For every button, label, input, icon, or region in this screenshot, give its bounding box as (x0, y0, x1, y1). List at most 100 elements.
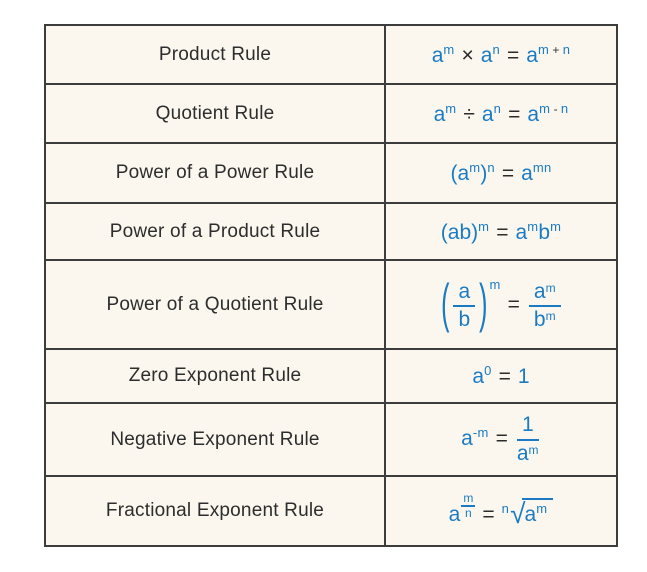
formula-superscript: m (528, 442, 539, 457)
rule-formula: (am)n=amn (451, 160, 552, 185)
rule-formula: am÷an=am - n (434, 100, 569, 126)
formula-symbol: a (472, 365, 485, 388)
formula-superscript: -m (472, 425, 489, 441)
rule-name-cell: Product Rule (44, 24, 386, 85)
formula-symbol: (ab) (440, 220, 479, 244)
formula-superscript: mn (532, 160, 552, 175)
formula-operator: × (461, 43, 474, 67)
rule-formula-cell: am÷an=am - n (384, 83, 618, 144)
formula-symbol: a (515, 220, 528, 244)
rule-name: Power of a Power Rule (115, 162, 315, 183)
formula-symbol: a (516, 441, 529, 465)
rule-name: Power of a Product Rule (109, 220, 321, 242)
table-row: Power of a Power Rule (am)n=amn (44, 142, 618, 204)
formula-symbol: a (431, 43, 444, 67)
rule-name-cell: Power of a Power Rule (44, 142, 386, 204)
formula-superscript: n (487, 160, 495, 175)
formula-operator: = (507, 293, 520, 317)
formula-superscript: 0 (484, 363, 492, 378)
formula-symbol: a (458, 279, 471, 303)
fraction-denominator: bm (529, 307, 561, 332)
fraction-numerator: a (453, 279, 476, 307)
rule-formula-cell: am×an=am + n (384, 24, 618, 85)
formula-symbol: a (448, 503, 461, 527)
formula-superscript: m (445, 100, 457, 116)
rule-name: Negative Exponent Rule (110, 428, 320, 450)
formula-superscript: m (469, 160, 481, 175)
formula-fraction: 1 am (516, 413, 539, 466)
rule-name: Zero Exponent Rule (128, 365, 302, 386)
radical-index: n (501, 501, 510, 517)
rule-name-cell: Zero Exponent Rule (44, 348, 386, 404)
formula-symbol: a (533, 279, 546, 303)
formula-symbol: ) (480, 162, 488, 185)
rule-name-cell: Quotient Rule (44, 83, 386, 144)
formula-superscript: m (537, 41, 550, 57)
formula-superscript: m (443, 41, 455, 57)
formula-symbol: a (521, 162, 533, 185)
formula-superscript: n (492, 41, 500, 57)
formula-operator: ÷ (463, 102, 475, 126)
table-row: Power of a Product Rule (ab)m=ambm (44, 202, 618, 261)
rule-formula: a0 = 1 (472, 363, 530, 388)
formula-symbol: a (527, 102, 540, 126)
fraction-denominator: b (453, 307, 475, 332)
formula-superscript: n (560, 100, 569, 116)
formula-parenthesis: ) (479, 274, 488, 335)
rule-name: Product Rule (158, 43, 272, 65)
formula-superscript: n (562, 41, 571, 57)
fraction-denominator: am (517, 441, 539, 466)
formula-symbol: b (458, 307, 471, 331)
formula-operator: = (482, 503, 495, 527)
formula-symbol: b (538, 220, 551, 244)
formula-operator: = (508, 102, 521, 126)
rule-name: Quotient Rule (155, 102, 275, 124)
formula-operator: = (498, 365, 511, 388)
formula-symbol: 1 (517, 365, 530, 388)
formula-superscript: m (527, 218, 539, 234)
rule-name: Fractional Exponent Rule (105, 500, 325, 521)
formula-symbol: a (481, 102, 494, 126)
fraction-numerator: am (528, 279, 561, 307)
table-row: Quotient Rule am÷an=am - n (44, 83, 618, 144)
rule-name-cell: Power of a Product Rule (44, 202, 386, 261)
formula-superscript: m (550, 218, 562, 234)
fraction-denominator: n (465, 506, 472, 521)
formula-superscript: m (545, 308, 556, 323)
table-row: Product Rule am×an=am + n (44, 24, 618, 85)
formula-symbol: a (480, 43, 493, 67)
rule-name: Power of a Quotient Rule (106, 293, 324, 315)
formula-operator: = (496, 220, 509, 244)
formula-parenthesis: ( (441, 274, 450, 335)
exponent-rules-table: Product Rule am×an=am + n Quotient Rule … (44, 24, 618, 547)
formula-symbol: 1 (522, 413, 534, 437)
formula-superscript: m (545, 280, 556, 295)
radical-sign: √ (510, 498, 526, 530)
formula-operator: = (501, 162, 515, 185)
formula-symbol: a (524, 503, 537, 527)
formula-superscript: n (493, 100, 502, 116)
formula-superscript: m (489, 277, 501, 293)
formula-radical: √am (510, 498, 554, 530)
formula-superscript: m (536, 501, 548, 517)
rule-name-cell: Fractional Exponent Rule (44, 475, 386, 547)
formula-operator: = (495, 427, 508, 451)
table-row: Zero Exponent Rule a0 = 1 (44, 348, 618, 404)
formula-symbol: b (533, 307, 546, 331)
rule-formula: am×an=am + n (431, 41, 571, 67)
formula-symbol: a (461, 427, 473, 451)
rule-name-cell: Negative Exponent Rule (44, 402, 386, 477)
formula-symbol: a (526, 43, 538, 67)
